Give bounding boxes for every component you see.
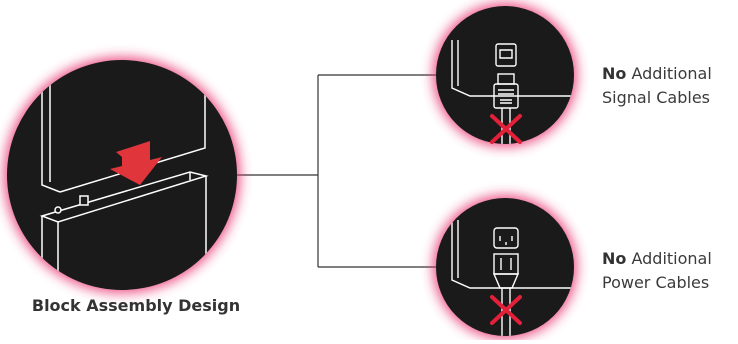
power-caption-line2: Power Cables xyxy=(602,273,710,292)
block-assembly-caption: Block Assembly Design xyxy=(31,296,241,315)
blocked-cross-icon xyxy=(490,295,522,325)
block-connector-pin xyxy=(79,195,89,206)
power-cable-circle xyxy=(433,195,577,339)
signal-caption-line2: Signal Cables xyxy=(602,88,710,107)
network-cable-icon xyxy=(493,73,519,144)
power-caption-line1: No Additional xyxy=(602,247,712,271)
ethernet-port xyxy=(495,43,517,67)
signal-caption-rest: Additional xyxy=(631,64,712,83)
power-cables-caption: No Additional Power Cables xyxy=(602,247,712,295)
blocked-cross-icon xyxy=(490,114,522,144)
block-assembly-circle xyxy=(4,57,240,293)
signal-cable-circle xyxy=(433,3,577,147)
power-caption-bold: No xyxy=(602,249,627,268)
signal-cables-caption: No Additional Signal Cables xyxy=(602,62,712,110)
signal-caption-line1: No Additional xyxy=(602,62,712,86)
down-arrow-icon xyxy=(110,141,162,185)
upper-panel-outline xyxy=(41,60,61,193)
power-socket xyxy=(493,227,519,249)
signal-caption-bold: No xyxy=(602,64,627,83)
power-caption-rest: Additional xyxy=(631,249,712,268)
connector-lines xyxy=(237,74,436,268)
